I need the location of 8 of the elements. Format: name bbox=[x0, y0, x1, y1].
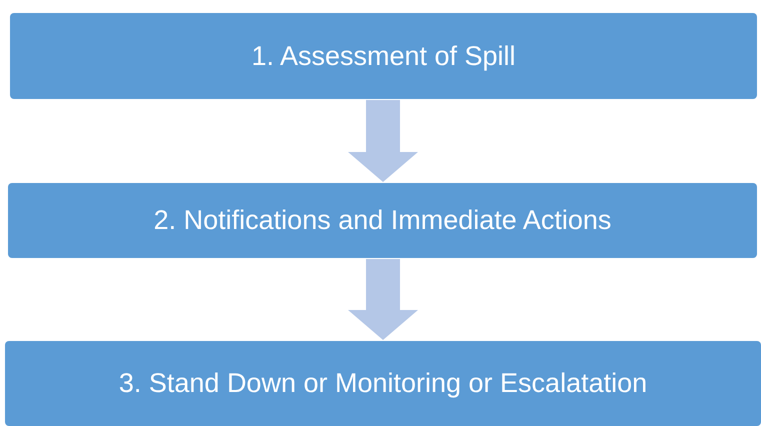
block-arrow bbox=[348, 100, 418, 182]
process-box bbox=[8, 183, 757, 258]
process-box bbox=[5, 341, 761, 426]
step-label: 3. Stand Down or Monitoring or Escalatation bbox=[118, 368, 648, 399]
step-label: 2. Notifications and Immediate Actions bbox=[154, 205, 612, 236]
step-label: 1. Assessment of Spill bbox=[251, 40, 516, 72]
process-box bbox=[10, 13, 757, 99]
block-arrow bbox=[348, 259, 418, 340]
